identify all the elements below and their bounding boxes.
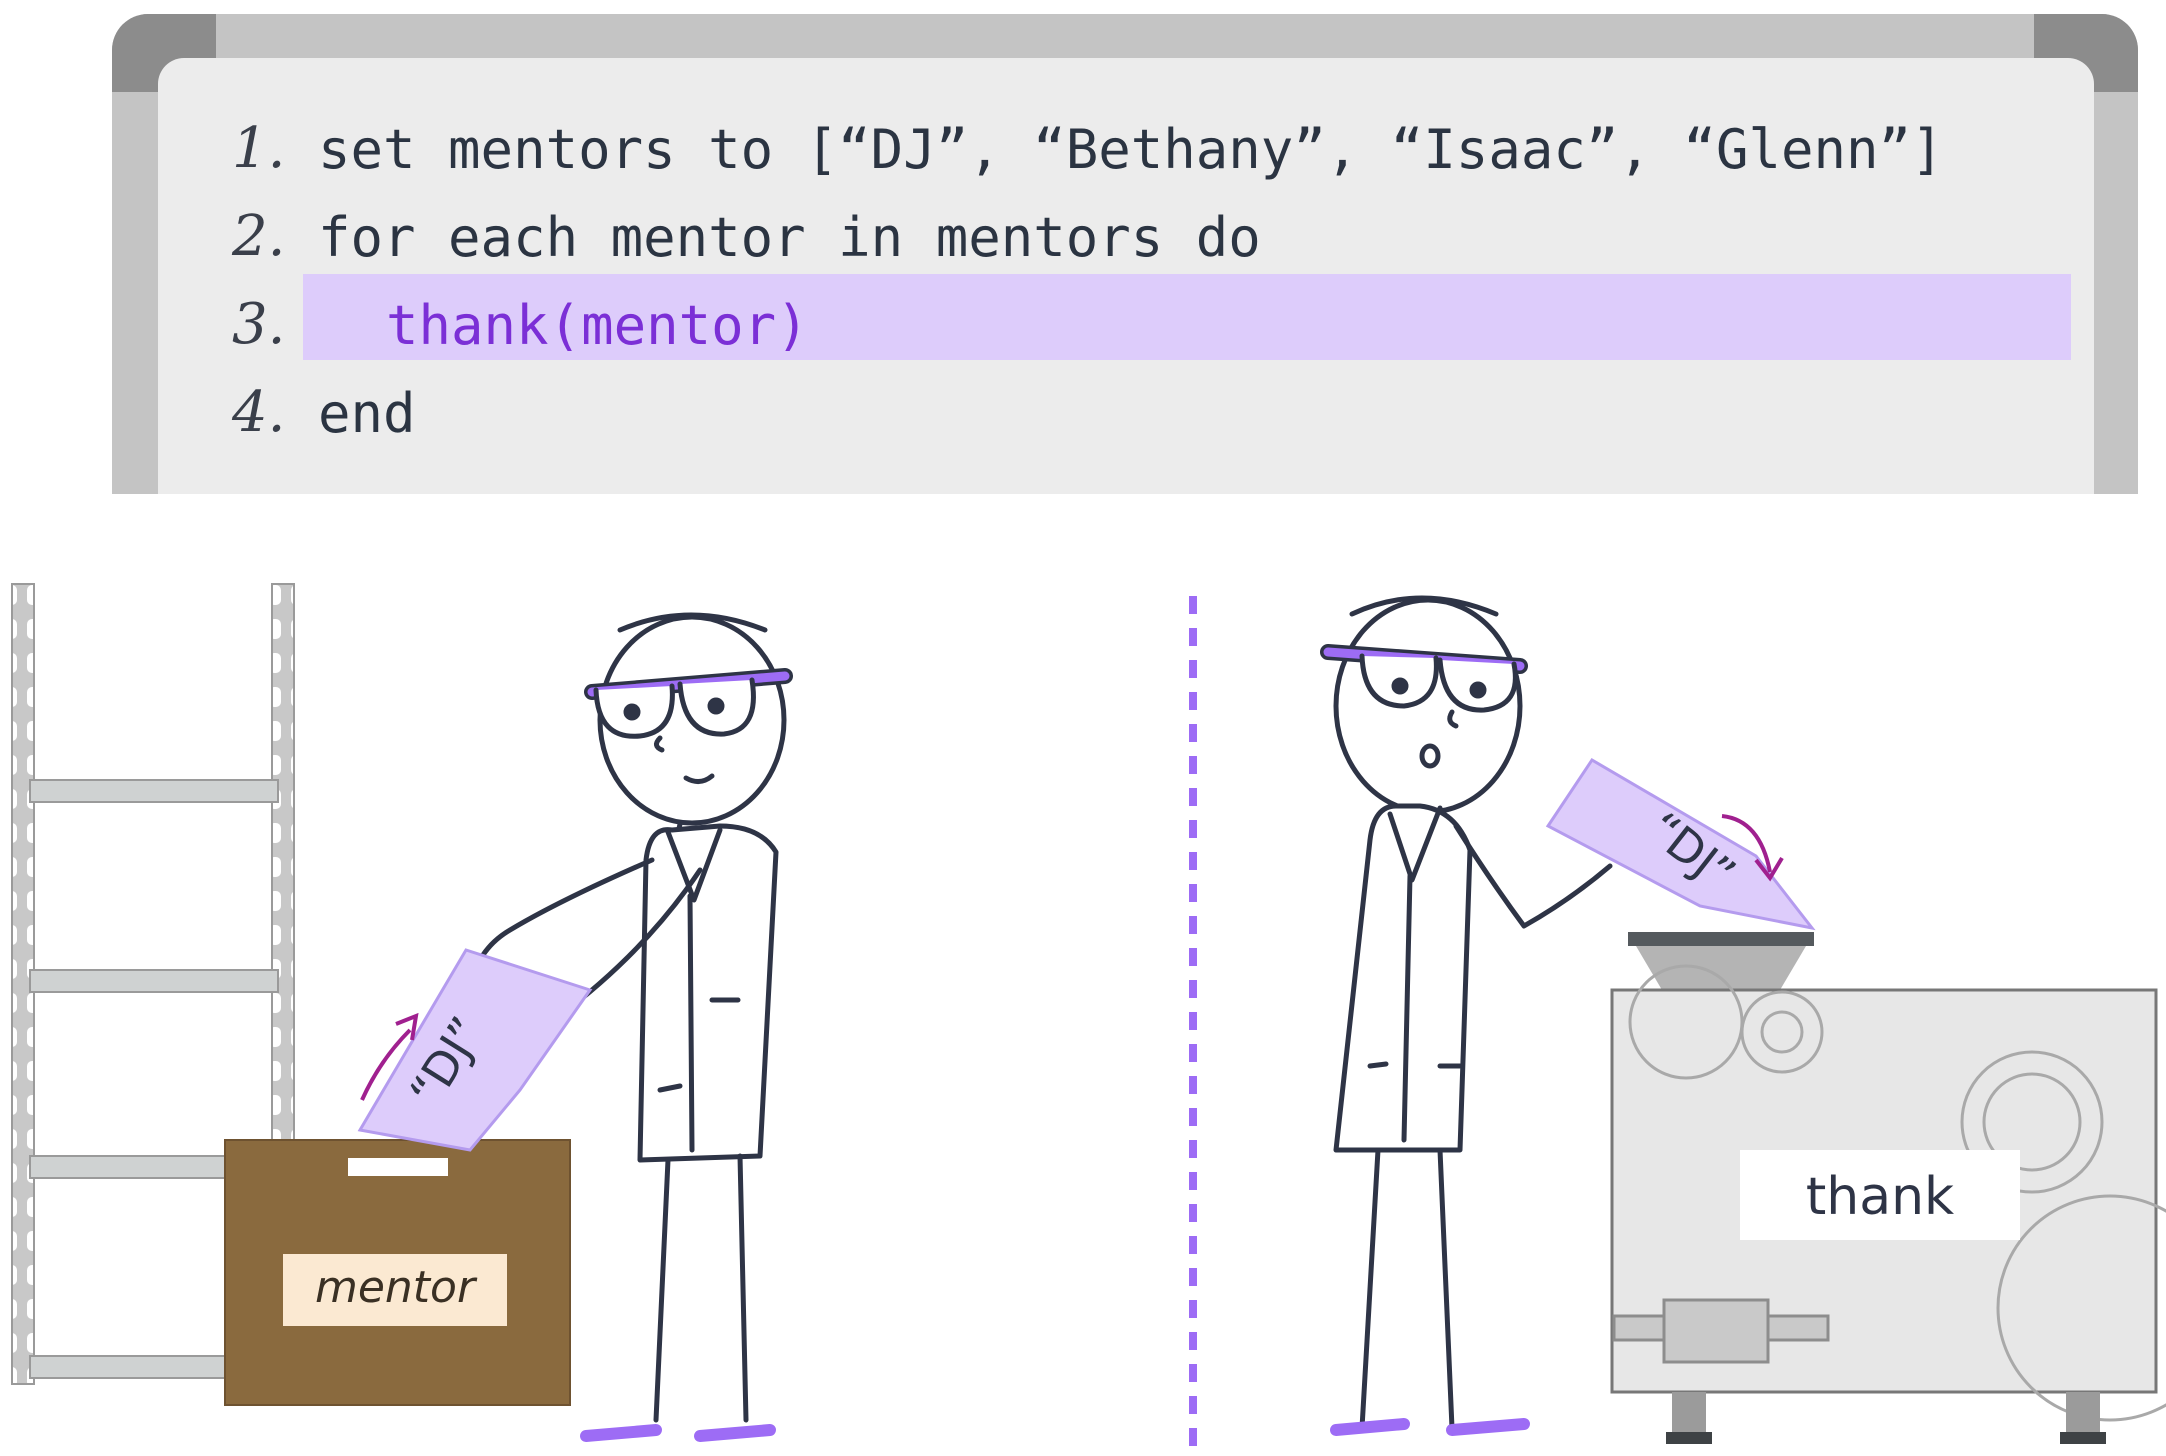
shelf-rack <box>11 583 295 1385</box>
machine-label: thank <box>1806 1167 1954 1227</box>
scientist-right <box>1320 595 1613 1436</box>
code-text: end <box>318 382 416 445</box>
scientist-left <box>467 612 793 1442</box>
box-label: mentor <box>315 1262 478 1313</box>
code-line-3: 3. thank(mentor) <box>0 284 2166 372</box>
thank-machine: thank <box>1610 932 2166 1444</box>
code-line-4: 4. end <box>0 372 2166 460</box>
mentor-box: mentor <box>224 1139 571 1406</box>
code-text: set mentors to [“DJ”, “Bethany”, “Isaac”… <box>318 118 1944 181</box>
line-number: 3. <box>232 292 286 357</box>
card-left: “DJ” <box>357 948 593 1152</box>
line-number: 4. <box>232 380 286 445</box>
card-right: “DJ” <box>1545 757 1816 931</box>
code-line-2: 2. for each mentor in mentors do <box>0 196 2166 284</box>
code-text: thank(mentor) <box>386 294 809 357</box>
line-number: 2. <box>232 204 286 269</box>
line-number: 1. <box>232 116 286 181</box>
current-line-highlight <box>303 274 2071 360</box>
code-text: for each mentor in mentors do <box>318 206 1261 269</box>
code-line-1: 1. set mentors to [“DJ”, “Bethany”, “Isa… <box>0 108 2166 196</box>
